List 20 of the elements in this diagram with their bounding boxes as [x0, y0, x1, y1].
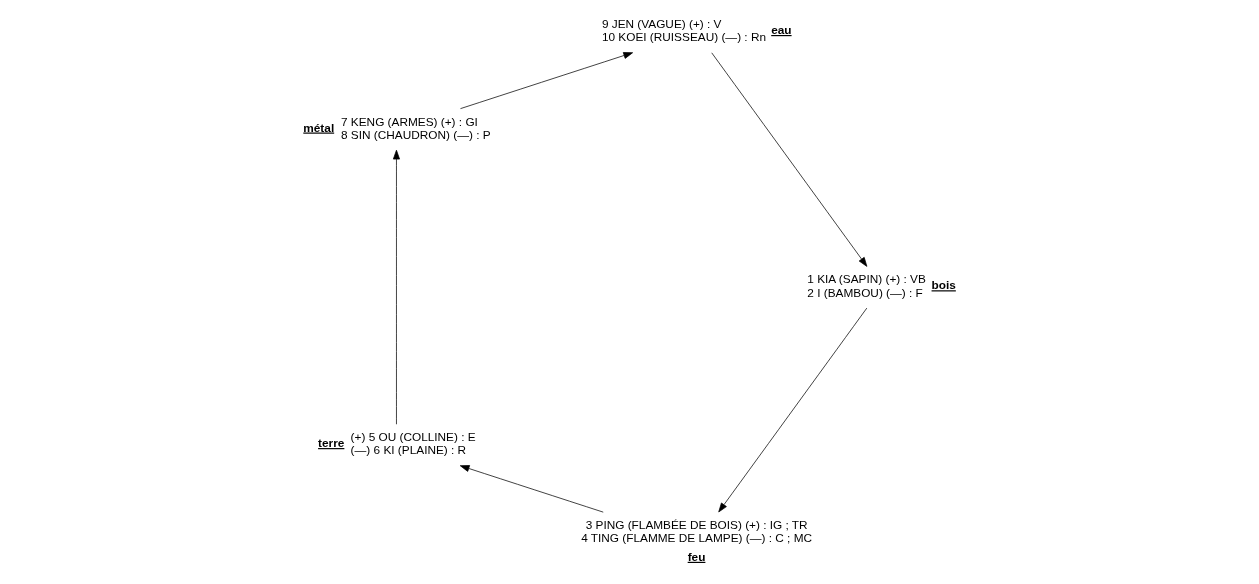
arrow [392, 149, 400, 425]
node-label: 1 KIA (SAPIN) (+) : VB [806, 272, 926, 287]
node-label: (—) 6 KI (PLAINE) : R [350, 443, 466, 458]
node-text: métal [302, 120, 334, 135]
node-label: 2 I (BAMBOU) (—) : F [806, 285, 923, 300]
node-text: eau [770, 22, 792, 37]
arrow [717, 307, 867, 513]
node-text: bois [931, 278, 956, 293]
node-text: terre [317, 436, 344, 451]
node-text: feu [687, 549, 705, 564]
node-label: 4 TING (FLAMME DE LAMPE) (—) : C ; MC [580, 531, 812, 546]
node-label: 3 PING (FLAMBÉE DE BOIS) (+) : IG ; TR [585, 518, 808, 533]
arrow [710, 52, 867, 267]
node-label: 7 KENG (ARMES) (+) : GI [340, 114, 478, 129]
arrow [459, 52, 633, 109]
arrow [459, 465, 604, 513]
node-label: 10 KOEI (RUISSEAU) (—) : Rn [601, 30, 766, 45]
node-label: 8 SIN (CHAUDRON) (—) : P [340, 127, 491, 142]
node-label: (+) 5 OU (COLLINE) : E [350, 430, 476, 445]
node-label: 9 JEN (VAGUE) (+) : V [601, 17, 721, 32]
